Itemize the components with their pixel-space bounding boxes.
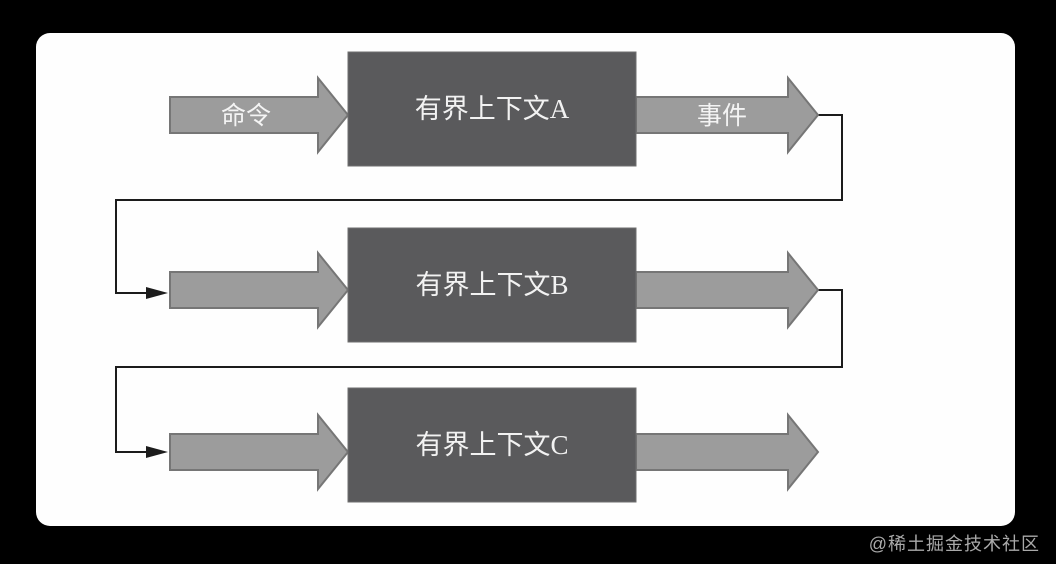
arrow-out-of-context-b <box>635 250 820 330</box>
arrow-out-of-context-c <box>635 412 820 492</box>
bounded-context-a-box <box>347 51 637 167</box>
connector-event-a-to-b-arrowhead-icon <box>146 287 168 299</box>
watermark-text: @稀土掘金技术社区 <box>868 534 1040 554</box>
event-arrow-out-of-context-a <box>635 75 820 155</box>
bounded-context-b-box <box>347 227 637 343</box>
connector-event-b-to-c-line <box>115 289 843 453</box>
event-arrow-label: 事件 <box>697 102 747 130</box>
bounded-context-flow-diagram: 有界上下文A 有界上下文B 有界上下文C 命令 事件 <box>115 51 843 503</box>
bounded-context-c-label: 有界上下文C <box>415 430 568 460</box>
connector-event-a-to-b-line <box>115 114 843 294</box>
arrow-into-context-c <box>169 412 350 492</box>
bounded-context-a-label: 有界上下文A <box>415 94 570 124</box>
connector-event-b-to-c-arrowhead-icon <box>146 446 168 458</box>
command-arrow-label: 命令 <box>221 102 271 130</box>
command-arrow-into-context-a <box>169 75 350 155</box>
bounded-context-b-label: 有界上下文B <box>415 270 568 300</box>
diagram-panel: 有界上下文A 有界上下文B 有界上下文C 命令 事件 <box>36 33 1015 526</box>
arrow-into-context-b <box>169 250 350 330</box>
bounded-context-c-box <box>347 387 637 503</box>
